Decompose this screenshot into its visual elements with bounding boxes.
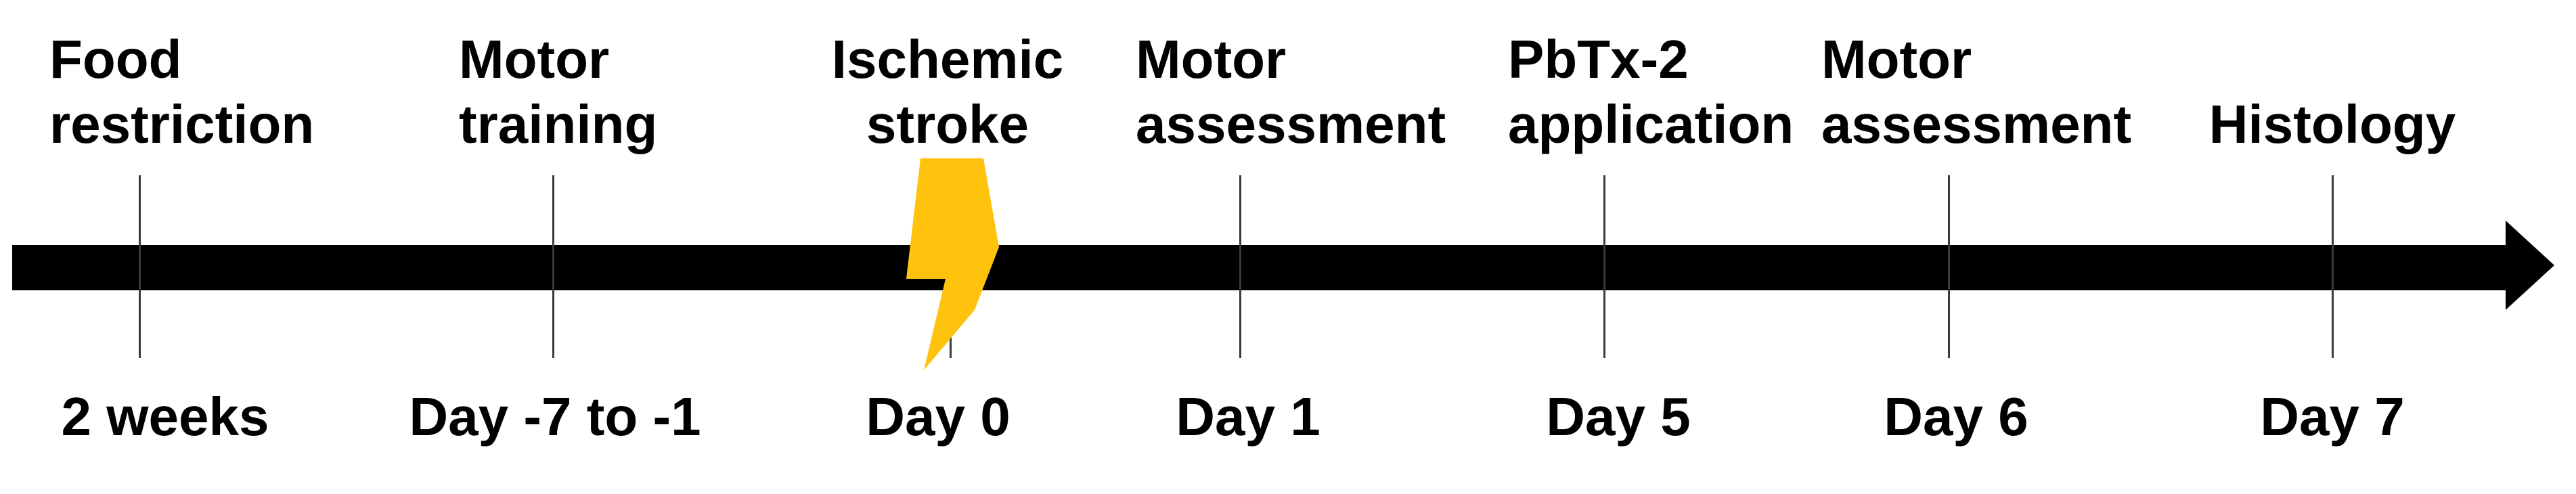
event-label: Food restriction (49, 29, 315, 154)
event-tick (552, 175, 554, 358)
lightning-bolt-icon (906, 158, 999, 370)
event-tick (2332, 175, 2334, 358)
event-tick (139, 175, 141, 358)
event-day-label: Day 7 (2260, 386, 2405, 447)
event-day-label: 2 weeks (61, 386, 269, 447)
event-day-label: Day 0 (866, 386, 1011, 447)
event-label: Motor assessment (1136, 29, 1446, 154)
event-label: Ischemic stroke (831, 29, 1064, 154)
timeline-arrowhead-icon (2506, 221, 2554, 310)
event-day-label: Day 5 (1546, 386, 1691, 447)
event-tick (1948, 175, 1950, 358)
event-day-label: Day -7 to -1 (409, 386, 701, 447)
event-label: PbTx-2 application (1508, 29, 1794, 154)
timeline-bar (12, 245, 2508, 290)
event-day-label: Day 1 (1176, 386, 1320, 447)
event-label: Motor assessment (1821, 29, 2132, 154)
event-label: Motor training (459, 29, 658, 154)
event-tick (1603, 175, 1605, 358)
event-tick (1239, 175, 1241, 358)
event-label: Histology (2208, 94, 2456, 154)
event-day-label: Day 6 (1884, 386, 2028, 447)
